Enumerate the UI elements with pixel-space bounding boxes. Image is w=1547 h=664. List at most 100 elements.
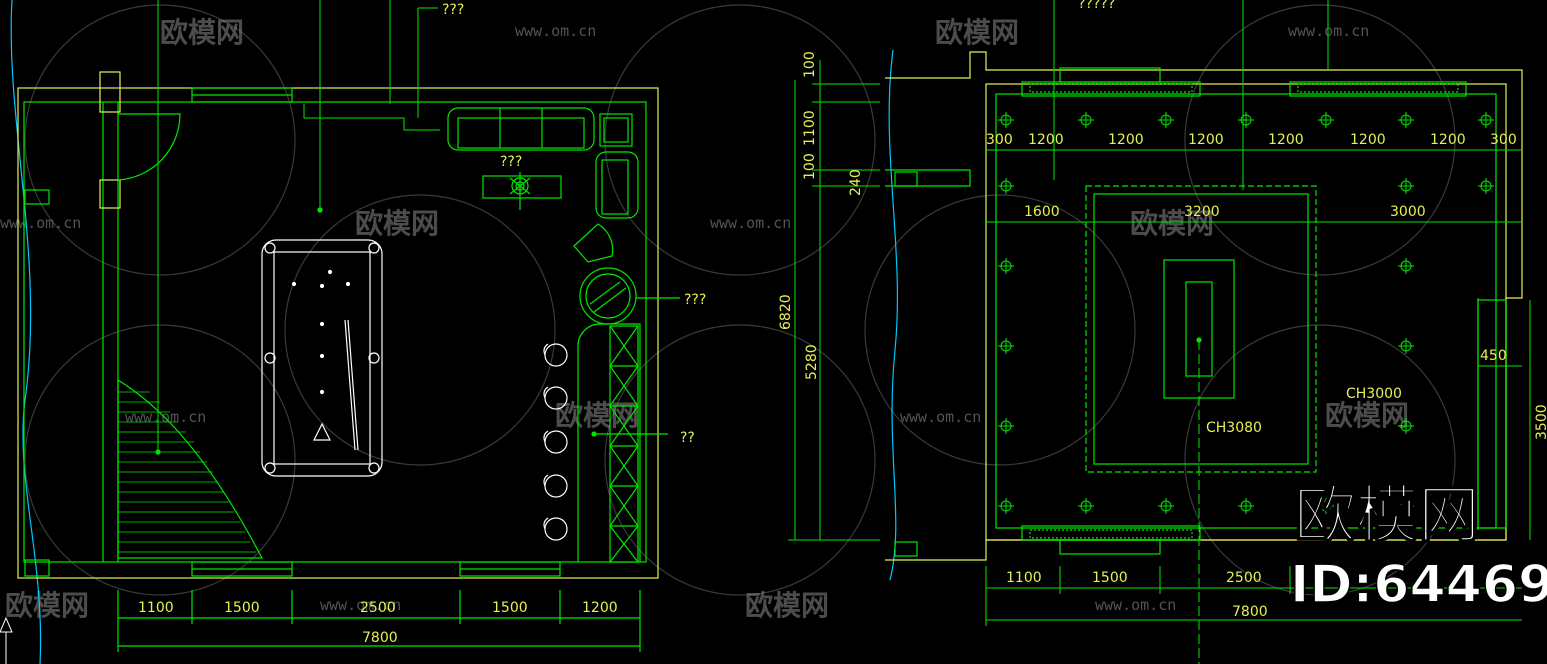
id-label: ID:644690 (1290, 555, 1547, 615)
dim-label: 6820 (778, 294, 794, 330)
ceiling-tray (1093, 193, 1309, 465)
dim-label: 2500 (360, 600, 396, 616)
downlight-icon (1398, 338, 1414, 354)
coffee-table-label: ??? (500, 154, 522, 170)
watermark-url: www.om.cn (125, 408, 206, 426)
watermark-brand: 欧模网 (1325, 399, 1409, 432)
watermark-layer (24, 4, 1456, 596)
downlight-icon (1398, 178, 1414, 194)
cursor-icon (0, 616, 13, 664)
watermark-brand: 欧模网 (355, 207, 439, 240)
downlight-icon (1318, 498, 1334, 514)
id-watermark: 欧模网 ID:644690 (1289, 477, 1547, 616)
downlight-icon (1398, 418, 1414, 434)
watermark-brand: 欧模网 (935, 16, 1019, 49)
dim-label: 1500 (224, 600, 260, 616)
dim-label: 5280 (804, 344, 820, 380)
outer-wall (17, 87, 659, 579)
downlight-icon (1318, 112, 1334, 128)
dim-label: 1100 (138, 600, 174, 616)
watermark-brand: 欧模网 (160, 16, 244, 49)
right-plan-labels: ????? 100 1100 100 240 6820 5280 300 120… (778, 0, 1547, 620)
downlight-icon (1078, 498, 1094, 514)
downlight-icon (1398, 498, 1414, 514)
downlight-icon (1158, 498, 1174, 514)
dim-label: 2500 (1226, 570, 1262, 586)
dim-label: 3200 (1184, 204, 1220, 220)
dim-label: 3500 (1534, 404, 1547, 440)
hatched-planter (117, 378, 263, 559)
watermark-url: www.om.cn (320, 596, 401, 614)
downlight-icon (1238, 498, 1254, 514)
watermark-brand: 欧模网 (745, 589, 829, 622)
watermark-url: www.om.cn (515, 22, 596, 40)
downlight-icon (1078, 112, 1094, 128)
dim-label: 300 (1490, 132, 1517, 148)
dim-label: 1200 (582, 600, 618, 616)
dim-label: 450 (1480, 348, 1507, 364)
dim-label: 100 (802, 153, 818, 180)
left-dimension-line (117, 590, 641, 652)
big-brand-watermark: 欧模网 (1294, 478, 1480, 551)
left-floor-plan (10, 0, 680, 664)
dim-label: 1100 (1006, 570, 1042, 586)
billiard-table (261, 239, 383, 477)
watermark-brand: 欧模网 (555, 399, 639, 432)
downlight-icon (998, 112, 1014, 128)
downlight-icon (998, 338, 1014, 354)
right-ceiling-plan (788, 0, 1531, 664)
dim-label: 1200 (1108, 132, 1144, 148)
downlight-icon (1398, 112, 1414, 128)
downlight-icon (1238, 112, 1254, 128)
dim-label: 1100 (802, 110, 818, 146)
watermark-url: www.om.cn (1288, 22, 1369, 40)
boundary-curve (10, 0, 42, 664)
watermark-url: www.om.cn (900, 408, 981, 426)
armchair (573, 223, 614, 263)
downlight-icon (1478, 112, 1494, 128)
total-dim-label: 7800 (362, 630, 398, 646)
watermark-url: www.om.cn (1095, 596, 1176, 614)
total-dim-label: 7800 (1232, 604, 1268, 620)
dim-label: 1200 (1268, 132, 1304, 148)
ceiling-height-label: CH3080 (1206, 420, 1262, 436)
downlight-icon (998, 418, 1014, 434)
coffee-table (482, 175, 562, 199)
door-swing (117, 113, 181, 181)
dim-label: 1200 (1028, 132, 1064, 148)
downlight-icon (998, 498, 1014, 514)
boundary-curve (888, 49, 899, 581)
dim-label: 1200 (1188, 132, 1224, 148)
callout-label: ????? (1078, 0, 1115, 12)
downlight-icon (998, 178, 1014, 194)
watermark-brand-group: 欧模网 欧模网 欧模网 欧模网 欧模网 欧模网 欧模网 欧模网 www.om.c… (0, 16, 1409, 622)
dim-label: 1200 (1350, 132, 1386, 148)
watermark-url: www.om.cn (0, 214, 81, 232)
ceiling-tray-outer (1085, 185, 1317, 473)
ceiling-height-label: CH3000 (1346, 386, 1402, 402)
bar-counter (577, 323, 668, 563)
round-table (579, 267, 680, 325)
dim-label: 3000 (1390, 204, 1426, 220)
dim-label: 1500 (492, 600, 528, 616)
plant-icon (509, 172, 531, 210)
dim-label: 1200 (1430, 132, 1466, 148)
bar-stools (543, 343, 568, 541)
downlight-icon (998, 258, 1014, 274)
watermark-brand: 欧模网 (5, 589, 89, 622)
downlight-icon (1398, 258, 1414, 274)
round-table-label: ??? (684, 292, 706, 308)
ceiling-lights (998, 112, 1494, 514)
dim-label: 1600 (1024, 204, 1060, 220)
dim-label: 300 (986, 132, 1013, 148)
left-plan-labels: ??? ??? ??? ?? 1100 1500 2500 1500 1200 … (138, 2, 706, 646)
dim-label: 100 (802, 51, 818, 78)
bar-counter-label: ?? (680, 430, 695, 446)
downlight-icon (1158, 112, 1174, 128)
watermark-brand: 欧模网 (1130, 207, 1214, 240)
downlight-icon (1478, 178, 1494, 194)
callout-label: ??? (442, 2, 464, 18)
watermark-url: www.om.cn (710, 214, 791, 232)
inner-wall (23, 101, 647, 563)
